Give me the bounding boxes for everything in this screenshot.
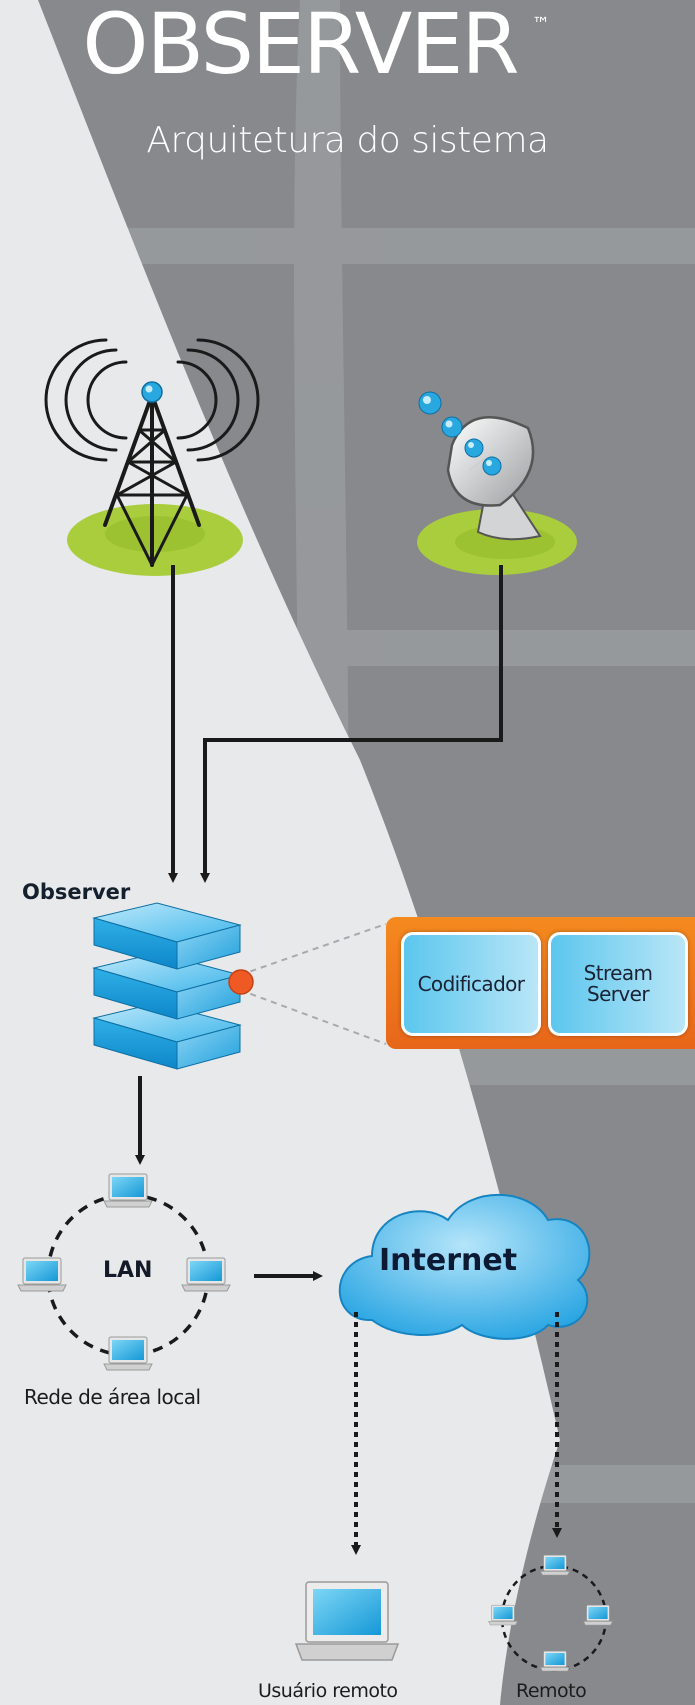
lan-node-bottom-laptop-icon: [103, 1336, 153, 1371]
remote-user-laptop-icon: [294, 1581, 400, 1661]
remote-user-caption: Usuário remoto: [258, 1680, 398, 1702]
lan-node-top-laptop-icon: [103, 1173, 153, 1208]
detail-leader-lines: [239, 923, 387, 1045]
remote-node-bottom-laptop-icon: [540, 1650, 570, 1672]
internet-label: Internet: [379, 1243, 518, 1278]
trademark-symbol: ™: [532, 14, 550, 35]
lan-node-right-laptop-icon: [181, 1257, 231, 1292]
remote-node-right-laptop-icon: [583, 1604, 613, 1626]
server-stack-icon: [92, 902, 242, 1070]
encoder-label: Codificador: [417, 971, 525, 996]
brand-title: OBSERVER: [82, 0, 519, 93]
cloud-icon: [338, 1193, 591, 1340]
stream-server-box: Stream Server: [548, 932, 688, 1036]
signal-connectors: [168, 565, 503, 883]
encoder-box: Codificador: [401, 932, 541, 1036]
detail-dot: [228, 969, 254, 995]
stream-server-label: Stream Server: [583, 961, 653, 1006]
lan-node-left-laptop-icon: [17, 1257, 67, 1292]
satellite-dish-icon: [418, 391, 542, 541]
lan-caption: Rede de área local: [24, 1385, 201, 1409]
lan-label: LAN: [103, 1258, 153, 1283]
page-subtitle: Arquitetura do sistema: [146, 120, 549, 161]
radio-tower-icon: [44, 338, 260, 567]
remote-caption: Remoto: [516, 1680, 587, 1702]
remote-node-top-laptop-icon: [540, 1554, 570, 1576]
observer-label: Observer: [22, 880, 131, 904]
internet-dotted-arrows: [351, 1312, 562, 1555]
remote-node-left-laptop-icon: [488, 1604, 518, 1626]
